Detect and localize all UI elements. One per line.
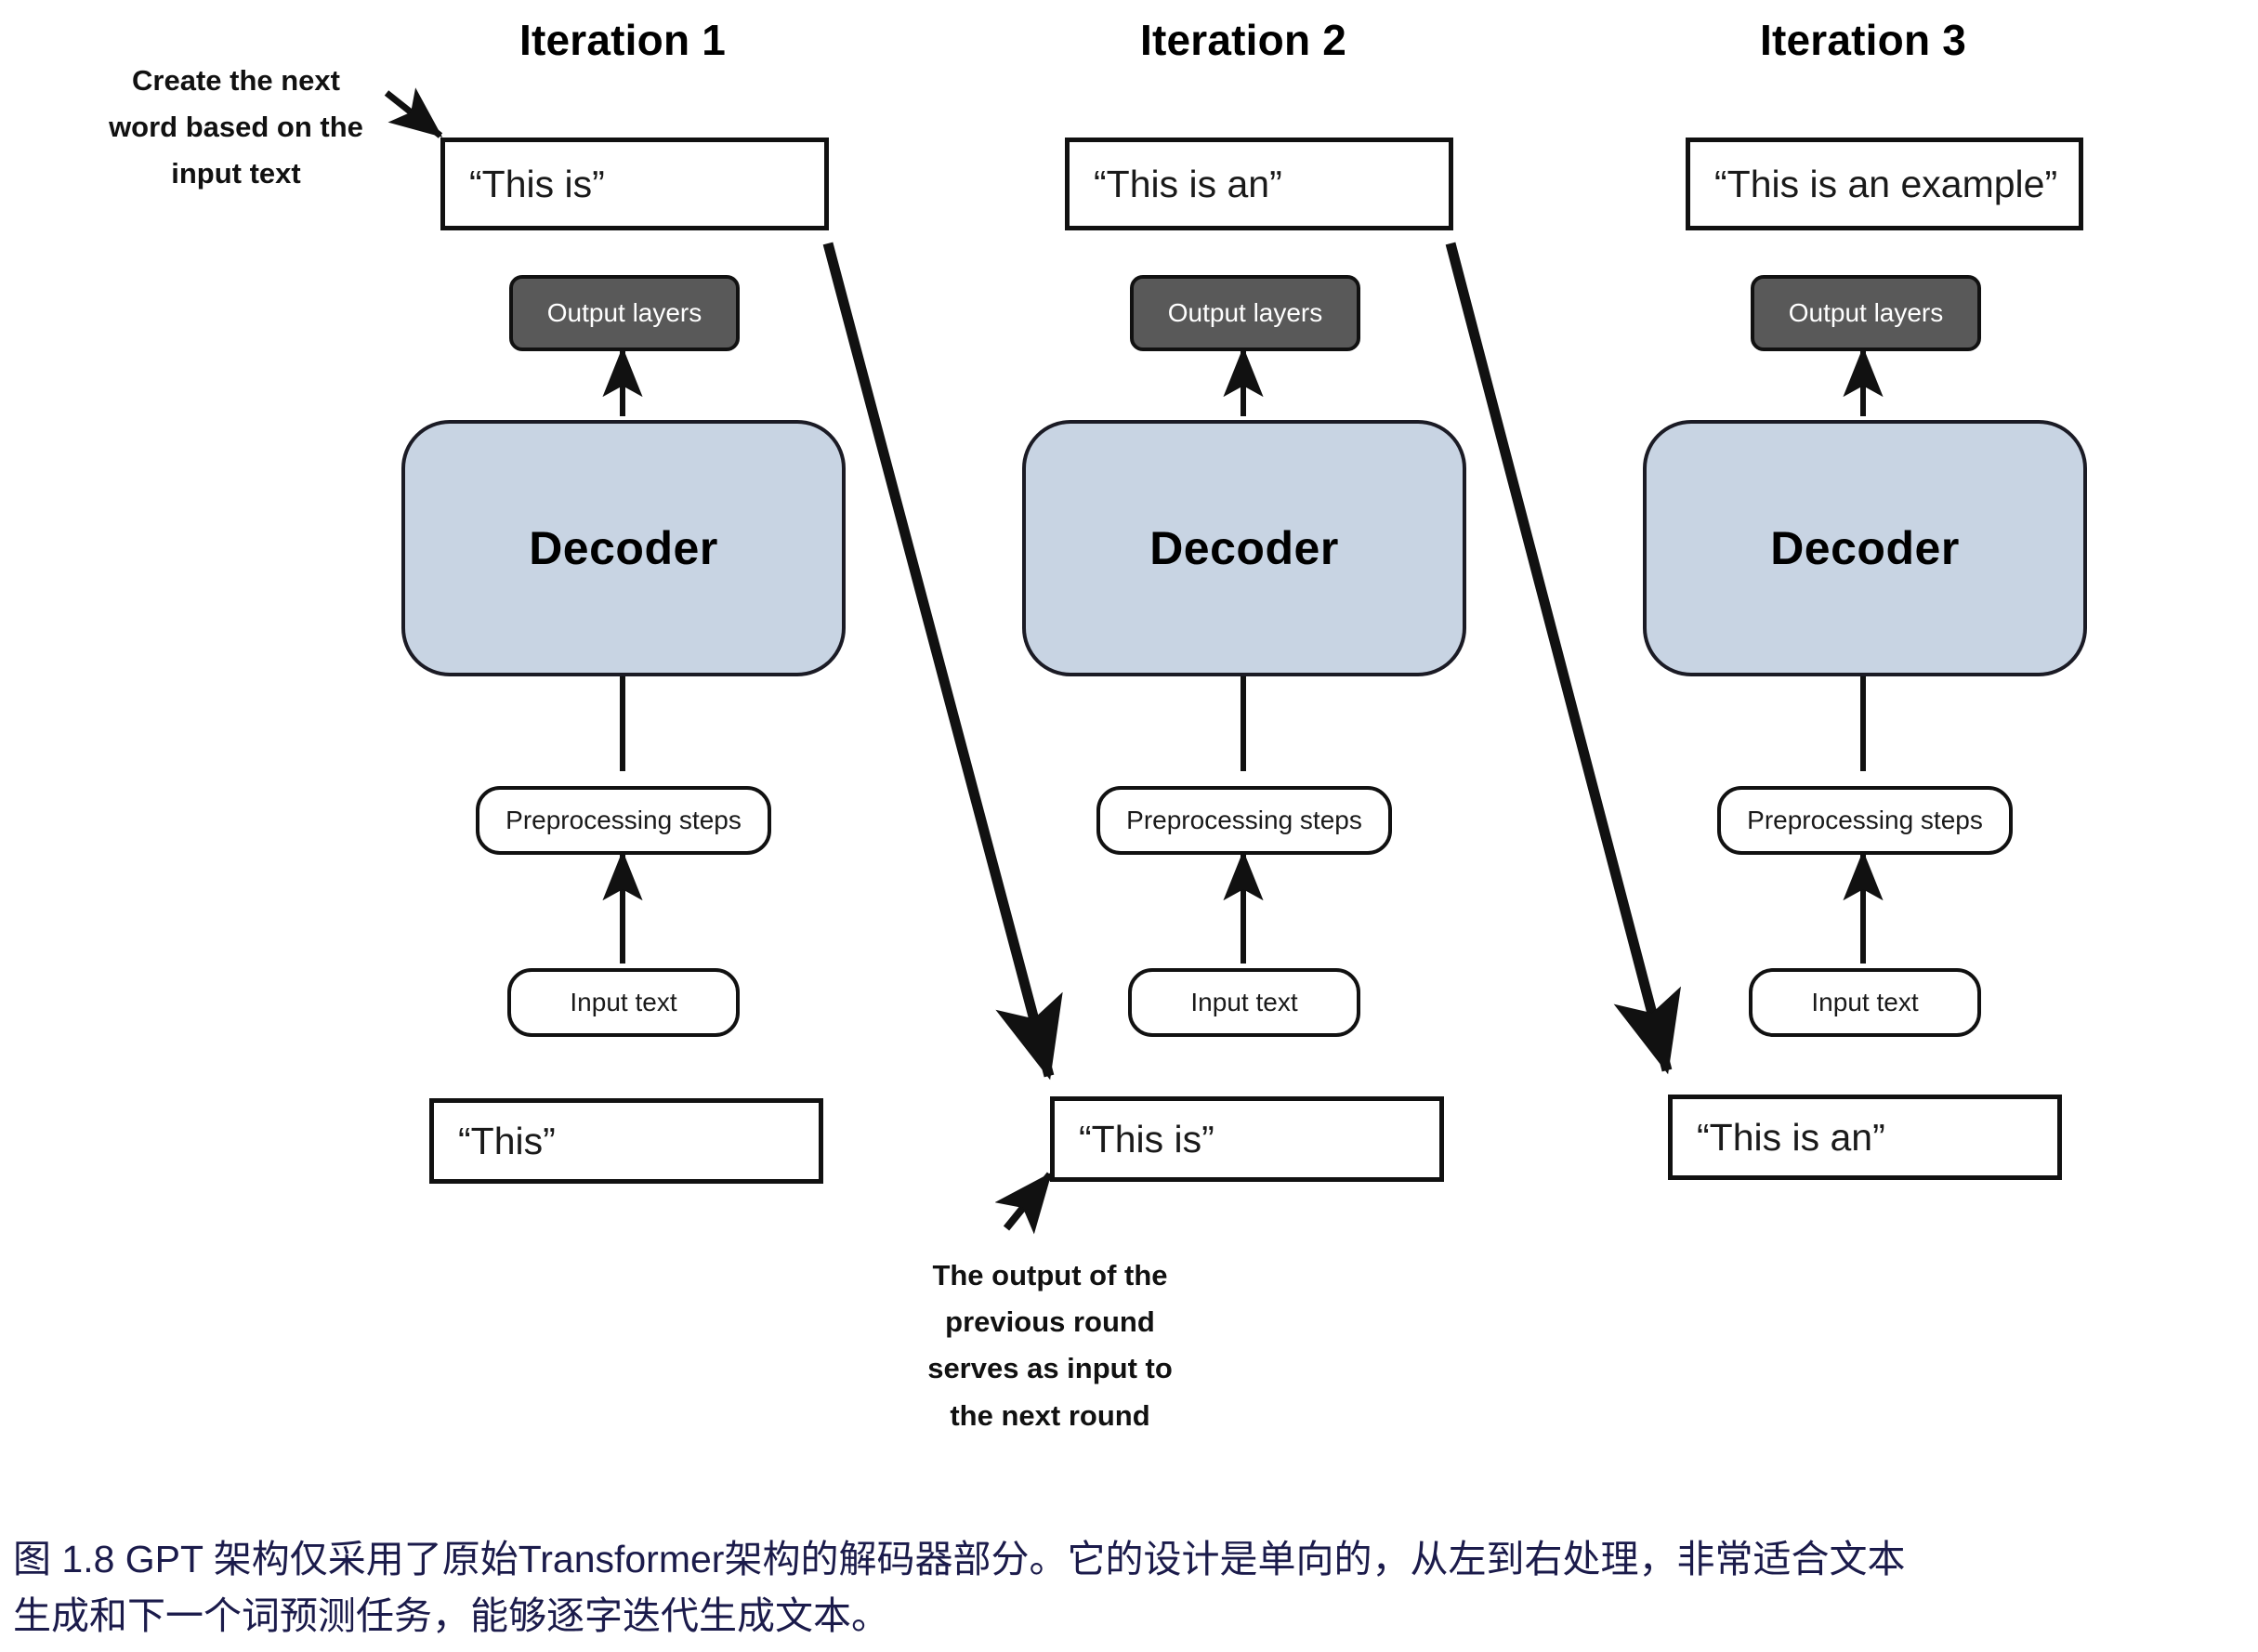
input-text-pill-label-2: Input text	[1190, 988, 1298, 1016]
preprocessing-box-iteration-1: Preprocessing steps	[476, 786, 771, 855]
decoder-box-iteration-2: Decoder	[1022, 420, 1466, 676]
decoder-box-iteration-1: Decoder	[401, 420, 846, 676]
preprocessing-box-iteration-3: Preprocessing steps	[1717, 786, 2013, 855]
output-text-box-iteration-3: “This is an example”	[1686, 138, 2083, 230]
column-title-iteration-1: Iteration 1	[519, 16, 727, 64]
output-layers-box-iteration-2: Output layers	[1130, 275, 1360, 351]
annotation-previous-round-line-1: The output of the	[932, 1259, 1168, 1291]
input-text-pill-iteration-2: Input text	[1128, 968, 1360, 1037]
decoder-label-3: Decoder	[1770, 522, 1960, 574]
output-text-box-label-1: “This is”	[469, 162, 605, 205]
output-layers-label-1: Output layers	[546, 298, 702, 327]
figure-caption-line-1: 图 1.8 GPT 架构仅采用了原始Transformer架构的解码器部分。它的…	[13, 1538, 1906, 1580]
input-text-pill-label-3: Input text	[1811, 988, 1919, 1016]
output-text-box-label-3: “This is an example”	[1714, 162, 2058, 205]
output-layers-box-iteration-1: Output layers	[509, 275, 740, 351]
decoder-box-iteration-3: Decoder	[1643, 420, 2087, 676]
annotation-arrow-create-next-word	[384, 87, 443, 138]
input-text-box-label-3: “This is an”	[1697, 1115, 1885, 1159]
input-text-box-iteration-1: “This”	[429, 1098, 823, 1184]
input-text-box-label-1: “This”	[458, 1119, 556, 1162]
arrow-iter1-output-to-iter2-input	[822, 242, 1063, 1081]
input-text-pill-label-1: Input text	[570, 988, 677, 1016]
annotation-arrow-previous-round-output	[994, 1172, 1054, 1235]
figure-caption: 图 1.8 GPT 架构仅采用了原始Transformer架构的解码器部分。它的…	[13, 1531, 2243, 1644]
annotation-previous-round-output: The output of the previous round serves …	[818, 1252, 1282, 1439]
annotation-previous-round-line-3: serves as input to	[927, 1352, 1173, 1385]
input-text-pill-iteration-3: Input text	[1749, 968, 1981, 1037]
output-layers-label-3: Output layers	[1788, 298, 1944, 327]
output-text-box-iteration-2: “This is an”	[1065, 138, 1453, 230]
figure-caption-line-2: 生成和下一个词预测任务，能够逐字迭代生成文本。	[13, 1593, 889, 1637]
output-layers-label-2: Output layers	[1167, 298, 1323, 327]
annotation-create-next-word-line-3: input text	[171, 157, 301, 190]
column-title-iteration-2: Iteration 2	[1139, 16, 1347, 64]
decoder-label-2: Decoder	[1149, 522, 1339, 574]
annotation-create-next-word: Create the next word based on the input …	[97, 58, 375, 198]
preprocessing-label-1: Preprocessing steps	[505, 806, 742, 834]
input-text-pill-iteration-1: Input text	[507, 968, 740, 1037]
output-layers-box-iteration-3: Output layers	[1751, 275, 1981, 351]
decoder-label-1: Decoder	[529, 522, 718, 574]
input-text-box-iteration-2: “This is”	[1050, 1096, 1444, 1182]
annotation-previous-round-line-4: the next round	[950, 1398, 1150, 1432]
preprocessing-box-iteration-2: Preprocessing steps	[1096, 786, 1392, 855]
output-text-box-iteration-1: “This is”	[440, 138, 829, 230]
output-text-box-label-2: “This is an”	[1094, 162, 1282, 205]
arrow-iter2-output-to-iter3-input	[1445, 242, 1682, 1075]
preprocessing-label-2: Preprocessing steps	[1126, 806, 1362, 834]
input-text-box-label-2: “This is”	[1079, 1117, 1214, 1160]
preprocessing-label-3: Preprocessing steps	[1747, 806, 1983, 834]
annotation-create-next-word-line-2: word based on the	[109, 111, 363, 144]
annotation-previous-round-line-2: previous round	[945, 1305, 1155, 1339]
input-text-box-iteration-3: “This is an”	[1668, 1095, 2062, 1180]
column-title-iteration-3: Iteration 3	[1759, 16, 1967, 64]
annotation-create-next-word-line-1: Create the next	[132, 64, 340, 97]
